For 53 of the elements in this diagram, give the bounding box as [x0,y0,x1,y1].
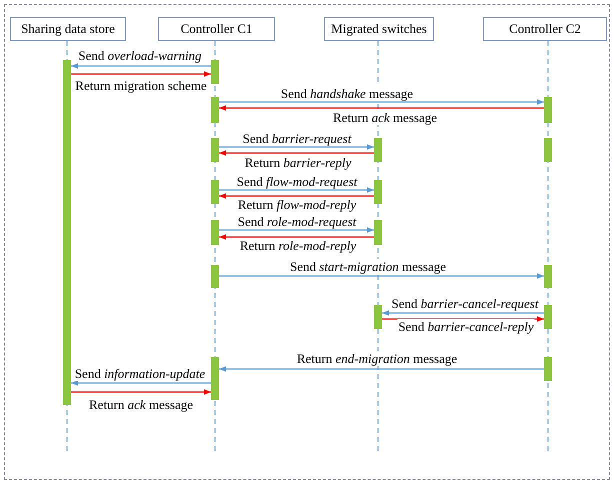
message-label: Return end-migration message [296,351,458,366]
message-label: Send barrier-request [242,131,352,146]
message-arrow [219,227,374,233]
activation-bar [544,265,552,288]
activation-bar [374,305,382,329]
message-label: Send information-update [74,366,206,381]
message-label: Return flow-mod-reply [236,197,358,212]
message-arrow [219,273,544,279]
message-label: Send start-migration message [289,259,447,274]
activation-bar [211,138,219,162]
activation-bar [211,60,219,84]
message-label: Send flow-mod-request [236,174,358,189]
message-arrow [71,389,211,395]
message-label: Send handshake message [280,86,414,101]
message-arrow [382,310,544,316]
message-label: Return role-mod-reply [238,238,358,253]
message-arrow [219,234,374,240]
activation-bar [544,97,552,123]
message-arrow [219,187,374,193]
message-label: Send overload-warning [77,48,203,63]
activation-bar [544,138,552,162]
participant-box: Migrated switches [324,17,434,41]
activation-bar [544,357,552,381]
message-arrow [219,366,544,372]
message-arrow [382,316,544,322]
message-label: Send role-mod-request [236,214,358,229]
message-arrow [71,380,211,386]
activation-bar [63,60,71,405]
activation-bar [374,220,382,245]
message-label: Return barrier-reply [244,155,352,170]
message-arrow [219,105,544,111]
message-arrow [219,99,544,105]
activation-bar [211,357,219,400]
message-label: Return migration scheme [74,78,208,93]
activation-bar [544,305,552,329]
message-label: Return ack message [332,110,438,125]
message-arrow [71,63,211,69]
participant-box: Controller C1 [158,17,275,41]
message-arrow [219,144,374,150]
activation-bar [374,138,382,162]
message-arrow [71,71,211,77]
message-label: Send barrier-cancel-reply [397,319,535,334]
message-arrow [219,193,374,199]
activation-bar [374,180,382,204]
participant-box: Controller C2 [483,17,607,41]
activation-bar [211,180,219,204]
participant-box: Sharing data store [10,17,126,41]
message-label: Return ack message [88,397,194,412]
message-arrow [219,150,374,156]
message-label: Send barrier-cancel-request [390,296,540,311]
activation-bar [211,97,219,123]
activation-bar [211,220,219,245]
activation-bar [211,265,219,288]
